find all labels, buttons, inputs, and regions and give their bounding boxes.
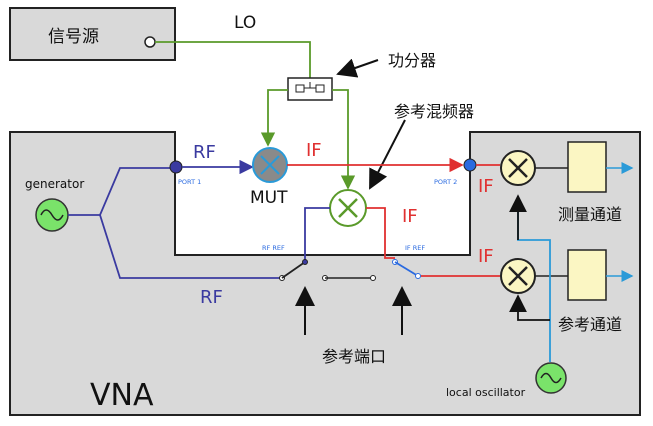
port1-label: PORT 1 <box>178 178 201 186</box>
port2-label: PORT 2 <box>434 178 457 186</box>
rf-bottom-label: RF <box>200 287 223 308</box>
measure-channel-box <box>567 141 607 193</box>
rf-top-label: RF <box>193 142 216 163</box>
rf-switch <box>281 261 306 279</box>
if-switch <box>394 261 419 277</box>
ref-channel-box <box>567 249 607 301</box>
generator-label: generator <box>25 177 84 191</box>
measure-channel-label: 测量通道 <box>558 205 622 224</box>
lo-line <box>155 41 311 78</box>
lo-to-ref-mixer <box>332 89 356 190</box>
if-right-top-label: IF <box>478 176 494 197</box>
mut-label: MUT <box>250 188 288 208</box>
signal-source-box <box>9 7 176 61</box>
rf-ref-label: RF REF <box>262 244 285 252</box>
ref-mixer-rf <box>304 207 330 262</box>
ref-mixer-label: 参考混频器 <box>394 102 474 121</box>
ref-port-label: 参考端口 <box>322 347 386 366</box>
local-oscillator-label: local oscillator <box>446 386 526 399</box>
signal-source-port <box>144 36 156 48</box>
vna-label: VNA <box>90 378 154 413</box>
signal-source-label: 信号源 <box>48 27 99 47</box>
lo-label: LO <box>234 13 256 33</box>
lo-to-mut <box>260 89 288 147</box>
ref-mixer-if <box>366 207 395 259</box>
if-ref-label: IF REF <box>405 244 425 252</box>
divider-pointer <box>336 58 379 78</box>
ref-channel-label: 参考通道 <box>558 315 622 334</box>
if-right-bottom-label: IF <box>478 246 494 267</box>
power-divider <box>287 77 333 101</box>
port1-dot <box>169 160 183 174</box>
generator-branch <box>68 167 175 216</box>
port2-dot <box>463 158 477 172</box>
if-mid-label: IF <box>402 206 418 227</box>
if-top-label: IF <box>306 140 322 161</box>
power-divider-label: 功分器 <box>388 51 436 70</box>
ref-mixer-pointer <box>369 119 406 190</box>
